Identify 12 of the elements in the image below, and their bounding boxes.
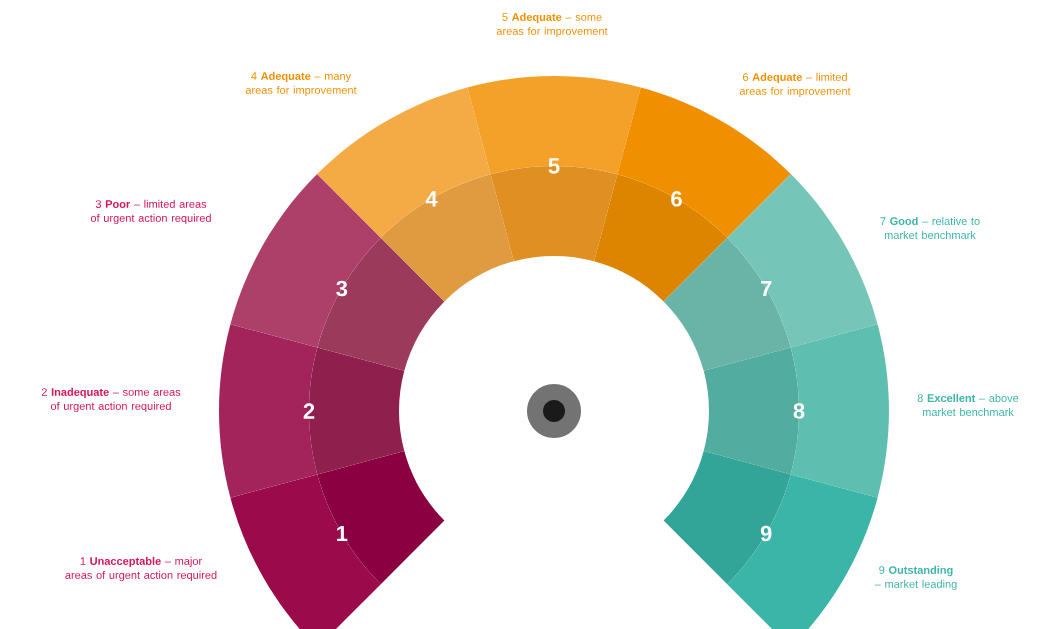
segment-label: 8 Excellent – above market benchmark bbox=[917, 393, 1019, 417]
gauge-segment: 2 bbox=[219, 324, 405, 498]
segment-label: 4 Adequate – many areas for improvement bbox=[245, 71, 357, 97]
segment-label: 1 Unacceptable – major areas of urgent action required bbox=[65, 556, 217, 582]
segment-label: 7 Good – relative to market benchmark bbox=[880, 216, 980, 240]
segment-label: 6 Adequate – limited areas for improvement bbox=[739, 72, 851, 98]
segment-label: 2 Inadequate – some areas of urgent action required bbox=[41, 387, 181, 413]
segment-label: 3 Poor – limited areas of urgent action required bbox=[90, 199, 211, 225]
segment-label: 5 Adequate – some areas for improvement bbox=[496, 12, 608, 38]
gauge-segment: 1 bbox=[230, 451, 445, 629]
gauge-segment: 5 bbox=[467, 76, 641, 262]
gauge-segment: 8 bbox=[703, 324, 889, 498]
